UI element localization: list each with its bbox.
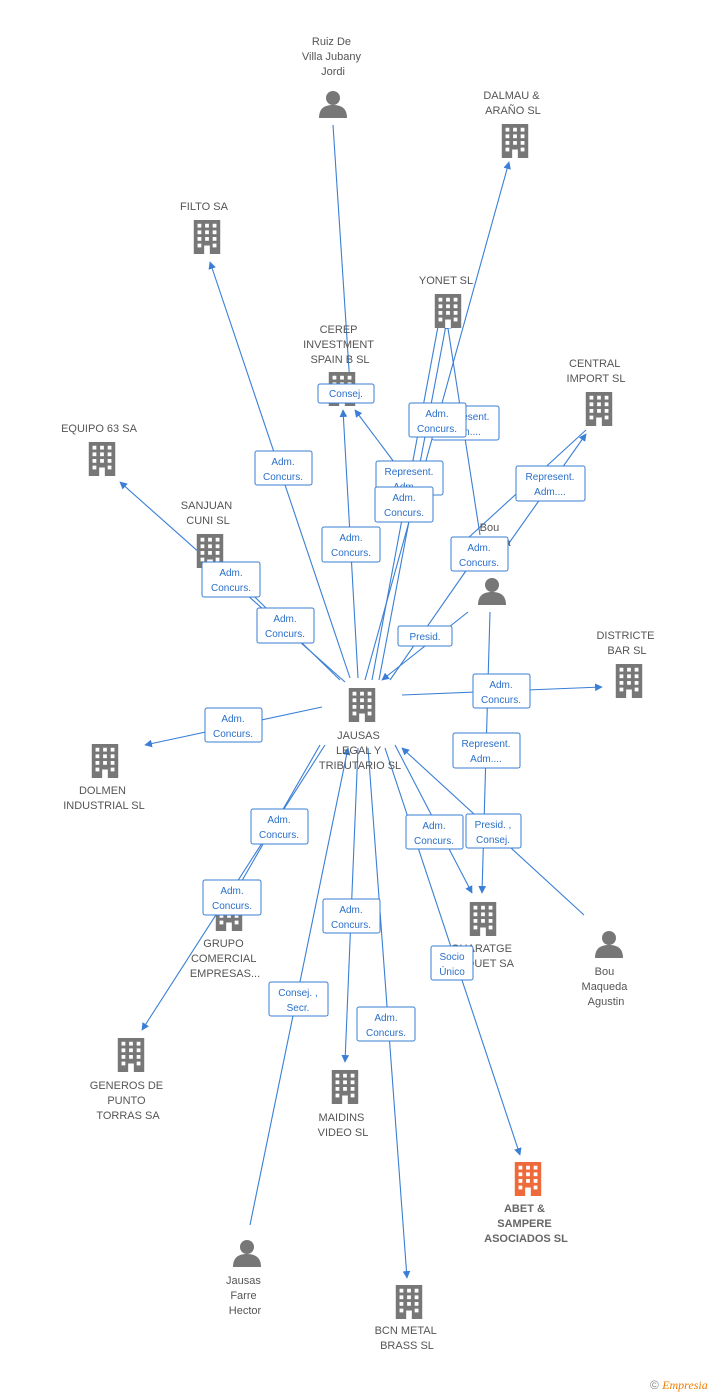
edge-label-admconcurs-sanjuan[interactable]: Adm.Concurs. bbox=[256, 607, 315, 644]
node-ruiz[interactable]: Ruiz De Villa Jubany Jordi bbox=[302, 36, 364, 118]
svg-text:Adm.Concurs.: Adm.Concurs. bbox=[366, 1013, 406, 1039]
svg-text:Adm.Concurs.: Adm.Concurs. bbox=[414, 821, 454, 847]
svg-text:Adm.Concurs.: Adm.Concurs. bbox=[384, 493, 424, 519]
edge-label-admconcurs-maidins[interactable]: Adm.Concurs. bbox=[322, 898, 381, 934]
svg-text:Presid.: Presid. bbox=[409, 632, 440, 643]
node-ruiz-label: Ruiz De Villa Jubany Jordi bbox=[302, 36, 364, 78]
node-grupo-label: GRUPO COMERCIAL EMPRESAS... bbox=[190, 938, 260, 980]
node-generos[interactable]: GENEROS DE PUNTO TORRAS SA bbox=[90, 1038, 166, 1122]
edge-label-presid[interactable]: Presid. bbox=[397, 625, 453, 647]
edge-label-admconcurs-cerep[interactable]: Adm.Concurs. bbox=[321, 526, 381, 563]
svg-text:Adm.Concurs.: Adm.Concurs. bbox=[212, 886, 252, 912]
node-sanjuan[interactable]: SANJUAN CUNI SL bbox=[181, 500, 235, 568]
node-jausasfarre-label: Jausas Farre Hector bbox=[226, 1275, 264, 1317]
svg-text:Presid. ,Consej.: Presid. ,Consej. bbox=[475, 820, 512, 846]
node-yonet-label: YONET SL bbox=[419, 275, 473, 287]
node-central[interactable]: CENTRAL IMPORT SL bbox=[567, 358, 626, 426]
node-bou2[interactable]: Bou Maqueda Agustin bbox=[582, 931, 631, 1008]
svg-text:Adm.Concurs.: Adm.Concurs. bbox=[331, 905, 371, 931]
node-cerep-label: CEREP INVESTMENT SPAIN B SL bbox=[303, 324, 377, 366]
node-bcn-label: BCN METAL BRASS SL bbox=[375, 1325, 440, 1352]
svg-text:Adm.Concurs.: Adm.Concurs. bbox=[331, 533, 371, 559]
node-central-label: CENTRAL IMPORT SL bbox=[567, 358, 626, 385]
copyright-footer: © Empresia bbox=[650, 1378, 708, 1393]
node-filto[interactable]: FILTO SA bbox=[180, 201, 229, 254]
svg-text:Adm.Concurs.: Adm.Concurs. bbox=[417, 409, 457, 435]
node-yonet[interactable]: YONET SL bbox=[419, 275, 473, 328]
svg-text:Adm.Concurs.: Adm.Concurs. bbox=[211, 568, 251, 594]
svg-text:Adm.Concurs.: Adm.Concurs. bbox=[259, 815, 299, 841]
svg-text:Adm.Concurs.: Adm.Concurs. bbox=[263, 457, 303, 483]
edge-label-admconcurs-grupo1[interactable]: Adm.Concurs. bbox=[250, 808, 309, 845]
svg-text:Represent.Adm....: Represent.Adm.... bbox=[526, 472, 575, 498]
edge-label-admconcurs-bou[interactable]: Adm.Concurs. bbox=[450, 536, 509, 572]
node-grupo[interactable]: GRUPO COMERCIAL EMPRESAS... bbox=[190, 897, 260, 980]
node-jausas[interactable]: JAUSAS LEGAL Y TRIBUTARIO SL bbox=[319, 688, 401, 772]
edge-label-admconcurs-filto[interactable]: Adm.Concurs. bbox=[254, 450, 313, 486]
node-generos-label: GENEROS DE PUNTO TORRAS SA bbox=[90, 1080, 166, 1122]
node-bou2-label: Bou Maqueda Agustin bbox=[582, 966, 631, 1008]
node-equipo-label: EQUIPO 63 SA bbox=[61, 423, 137, 435]
node-jausasfarre[interactable]: Jausas Farre Hector bbox=[226, 1240, 264, 1317]
edge-label-represent-guaratge[interactable]: Represent.Adm.... bbox=[452, 732, 521, 769]
edge-label-consej-cerep[interactable]: Consej. bbox=[317, 383, 375, 404]
brand-name[interactable]: Empresia bbox=[662, 1378, 708, 1392]
svg-text:Adm.Concurs.: Adm.Concurs. bbox=[213, 714, 253, 740]
svg-text:Consej. ,Secr.: Consej. ,Secr. bbox=[278, 988, 317, 1014]
node-jausas-label: JAUSAS LEGAL Y TRIBUTARIO SL bbox=[319, 730, 401, 772]
edge-label-represent-central[interactable]: Represent.Adm.... bbox=[515, 465, 586, 502]
edge-label-admconcurs-guaratge[interactable]: Adm.Concurs. bbox=[405, 814, 464, 850]
edge-label-admconcurs-bcn[interactable]: Adm.Concurs. bbox=[356, 1006, 416, 1042]
edge-label-admconcurs-equipo[interactable]: Adm.Concurs. bbox=[201, 561, 261, 598]
node-dalmau[interactable]: DALMAU & ARAÑO SL bbox=[483, 90, 542, 158]
svg-text:Adm.Concurs.: Adm.Concurs. bbox=[265, 614, 305, 640]
node-abet[interactable]: ABET & SAMPERE ASOCIADOS SL bbox=[484, 1162, 568, 1245]
edge-ruiz-cerep bbox=[332, 124, 354, 386]
node-maidins-label: MAIDINS VIDEO SL bbox=[318, 1112, 369, 1139]
svg-text:Adm.Concurs.: Adm.Concurs. bbox=[481, 680, 521, 706]
copyright-symbol: © bbox=[650, 1378, 659, 1392]
edge-label-admconcurs-districte[interactable]: Adm.Concurs. bbox=[472, 673, 531, 709]
svg-text:Represent.Adm....: Represent.Adm.... bbox=[462, 739, 511, 765]
edge-bou1-jausas-2 bbox=[389, 564, 471, 681]
node-districte-label: DISTRICTE BAR SL bbox=[596, 630, 657, 657]
edge-label-presid-consej[interactable]: Presid. ,Consej. bbox=[465, 813, 522, 849]
node-maidins[interactable]: MAIDINS VIDEO SL bbox=[318, 1070, 369, 1139]
node-districte[interactable]: DISTRICTE BAR SL bbox=[596, 630, 657, 698]
node-sanjuan-label: SANJUAN CUNI SL bbox=[181, 500, 235, 527]
edge-label-admconcurs-yonet[interactable]: Adm.Concurs. bbox=[408, 402, 467, 438]
node-dolmen[interactable]: DOLMEN INDUSTRIAL SL bbox=[63, 744, 145, 812]
edge-label-admconcurs-generos[interactable]: Adm.Concurs. bbox=[202, 879, 262, 916]
svg-text:Adm.Concurs.: Adm.Concurs. bbox=[459, 543, 499, 569]
node-filto-label: FILTO SA bbox=[180, 201, 229, 213]
node-bcn[interactable]: BCN METAL BRASS SL bbox=[375, 1285, 440, 1352]
node-dalmau-label: DALMAU & ARAÑO SL bbox=[483, 90, 542, 117]
edge-label-admconcurs-dolmen[interactable]: Adm.Concurs. bbox=[204, 707, 263, 743]
svg-text:Consej.: Consej. bbox=[329, 389, 363, 400]
node-cerep[interactable]: CEREP INVESTMENT SPAIN B SL bbox=[303, 324, 377, 406]
node-abet-label: ABET & SAMPERE ASOCIADOS SL bbox=[484, 1203, 568, 1245]
edge-label-consej-secr[interactable]: Consej. ,Secr. bbox=[268, 981, 329, 1017]
edge-label-admconcurs-dalmau[interactable]: Adm.Concurs. bbox=[374, 486, 434, 523]
node-equipo[interactable]: EQUIPO 63 SA bbox=[61, 423, 138, 476]
node-dolmen-label: DOLMEN INDUSTRIAL SL bbox=[63, 785, 145, 812]
